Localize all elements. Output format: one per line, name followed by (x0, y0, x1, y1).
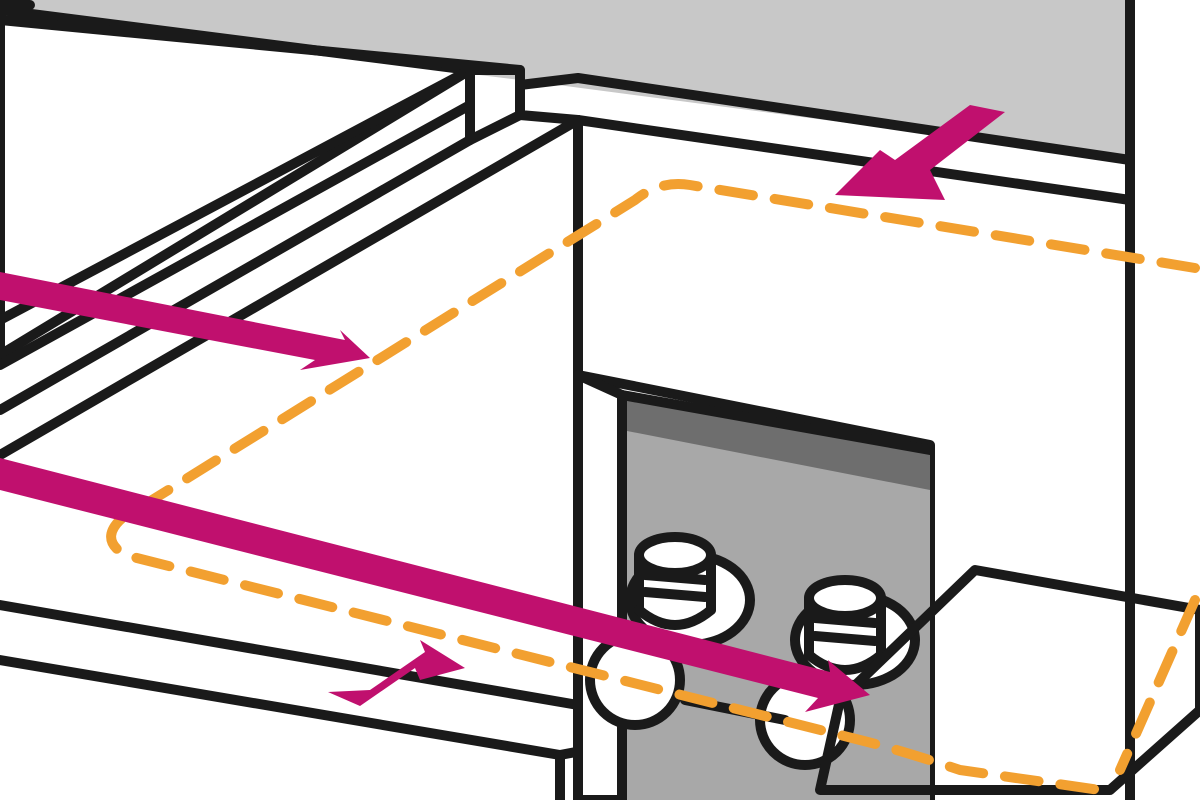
floor-grille (0, 5, 583, 460)
sill-top-band (520, 85, 1130, 200)
airflow-arrow-upper (0, 272, 370, 370)
airflow-arrow-lower (0, 458, 870, 712)
airflow-arrow-icon (0, 105, 1005, 712)
airflow-arrow-top (835, 105, 1005, 200)
airflow-arrow-bottom (328, 640, 465, 706)
air-circulation-path-icon (106, 179, 1200, 795)
